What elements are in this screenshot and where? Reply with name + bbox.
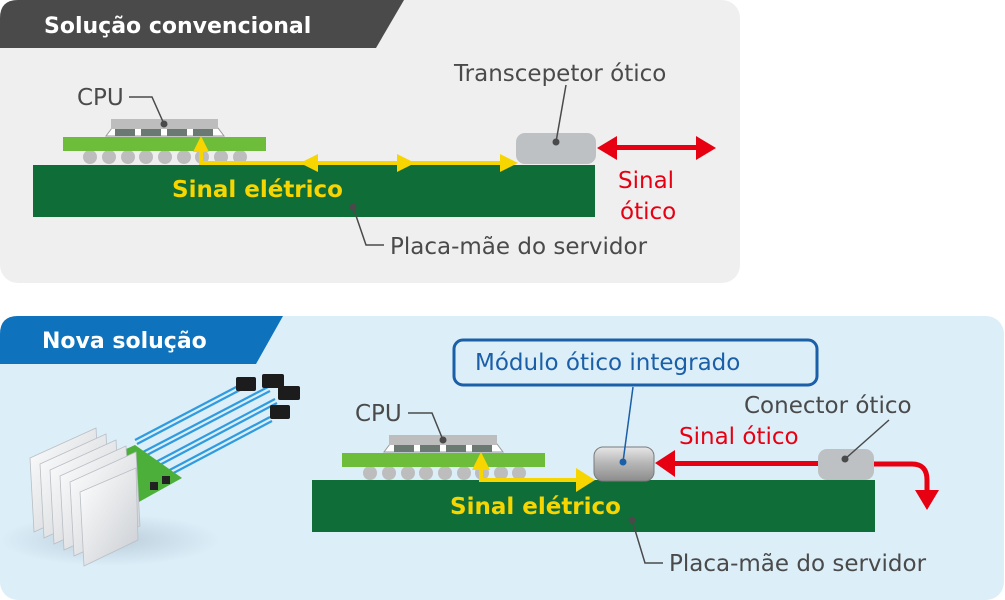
- transceiver-leader-line: [555, 84, 567, 143]
- conventional-panel: Solução convencional CPU: [0, 0, 740, 283]
- solder-balls: [363, 466, 526, 480]
- new-solution-title: Nova solução: [42, 329, 207, 354]
- cpu-label: CPU: [355, 401, 402, 427]
- optical-output-arrow: [874, 461, 939, 510]
- electrical-signal-label: Sinal elétrico: [450, 494, 621, 520]
- optical-signal-label-line1: Sinal: [618, 168, 674, 194]
- product-image: [0, 374, 300, 567]
- motherboard: [312, 480, 875, 532]
- cpu-leader-dot: [160, 120, 168, 128]
- module-label: Módulo ótico integrado: [475, 350, 740, 376]
- optical-connector: [818, 449, 874, 480]
- cpu-leader-dot: [439, 436, 447, 444]
- new-solution-panel: Nova solução: [0, 316, 1004, 600]
- electrical-signal-arrow: [193, 136, 518, 172]
- module-leader-line: [622, 386, 634, 463]
- optical-signal-arrow: [655, 450, 820, 477]
- connector-leader-dot: [841, 455, 849, 463]
- cpu-label: CPU: [77, 85, 124, 111]
- fiber-connectors: [236, 374, 300, 419]
- conventional-title-banner: [0, 0, 404, 48]
- optical-signal-label: Sinal ótico: [679, 424, 799, 450]
- transceiver-label: Transcepetor ótico: [453, 61, 666, 87]
- optical-fibers: [134, 384, 278, 488]
- motherboard-label: Placa-mãe do servidor: [390, 234, 648, 260]
- module-label-box: [452, 338, 819, 387]
- connector-label: Conector ótico: [744, 393, 912, 419]
- cpu-leader-line: [129, 96, 165, 125]
- cpu-substrate: [342, 453, 545, 467]
- motherboard-leader-dot: [349, 203, 357, 211]
- optical-signal-arrow: [597, 136, 716, 160]
- electrical-signal-label: Sinal elétrico: [172, 177, 343, 203]
- cpu-substrate: [63, 137, 266, 151]
- connector-leader-line: [844, 419, 890, 460]
- transceiver-leader-dot: [552, 138, 560, 146]
- conventional-title: Solução convencional: [44, 14, 311, 39]
- motherboard-leader-dot: [628, 516, 636, 524]
- heatsink: [29, 427, 141, 567]
- motherboard-leader-line: [352, 206, 384, 246]
- optical-transceiver: [516, 133, 596, 164]
- optical-signal-label-line2: ótico: [620, 199, 676, 225]
- module-leader-dot: [619, 458, 627, 466]
- cpu-leader-line: [408, 412, 444, 441]
- motherboard-leader-line: [631, 519, 663, 564]
- new-solution-title-banner: [0, 316, 283, 364]
- electrical-signal-arrow: [472, 452, 595, 492]
- motherboard: [33, 165, 595, 217]
- motherboard-label: Placa-mãe do servidor: [669, 551, 927, 577]
